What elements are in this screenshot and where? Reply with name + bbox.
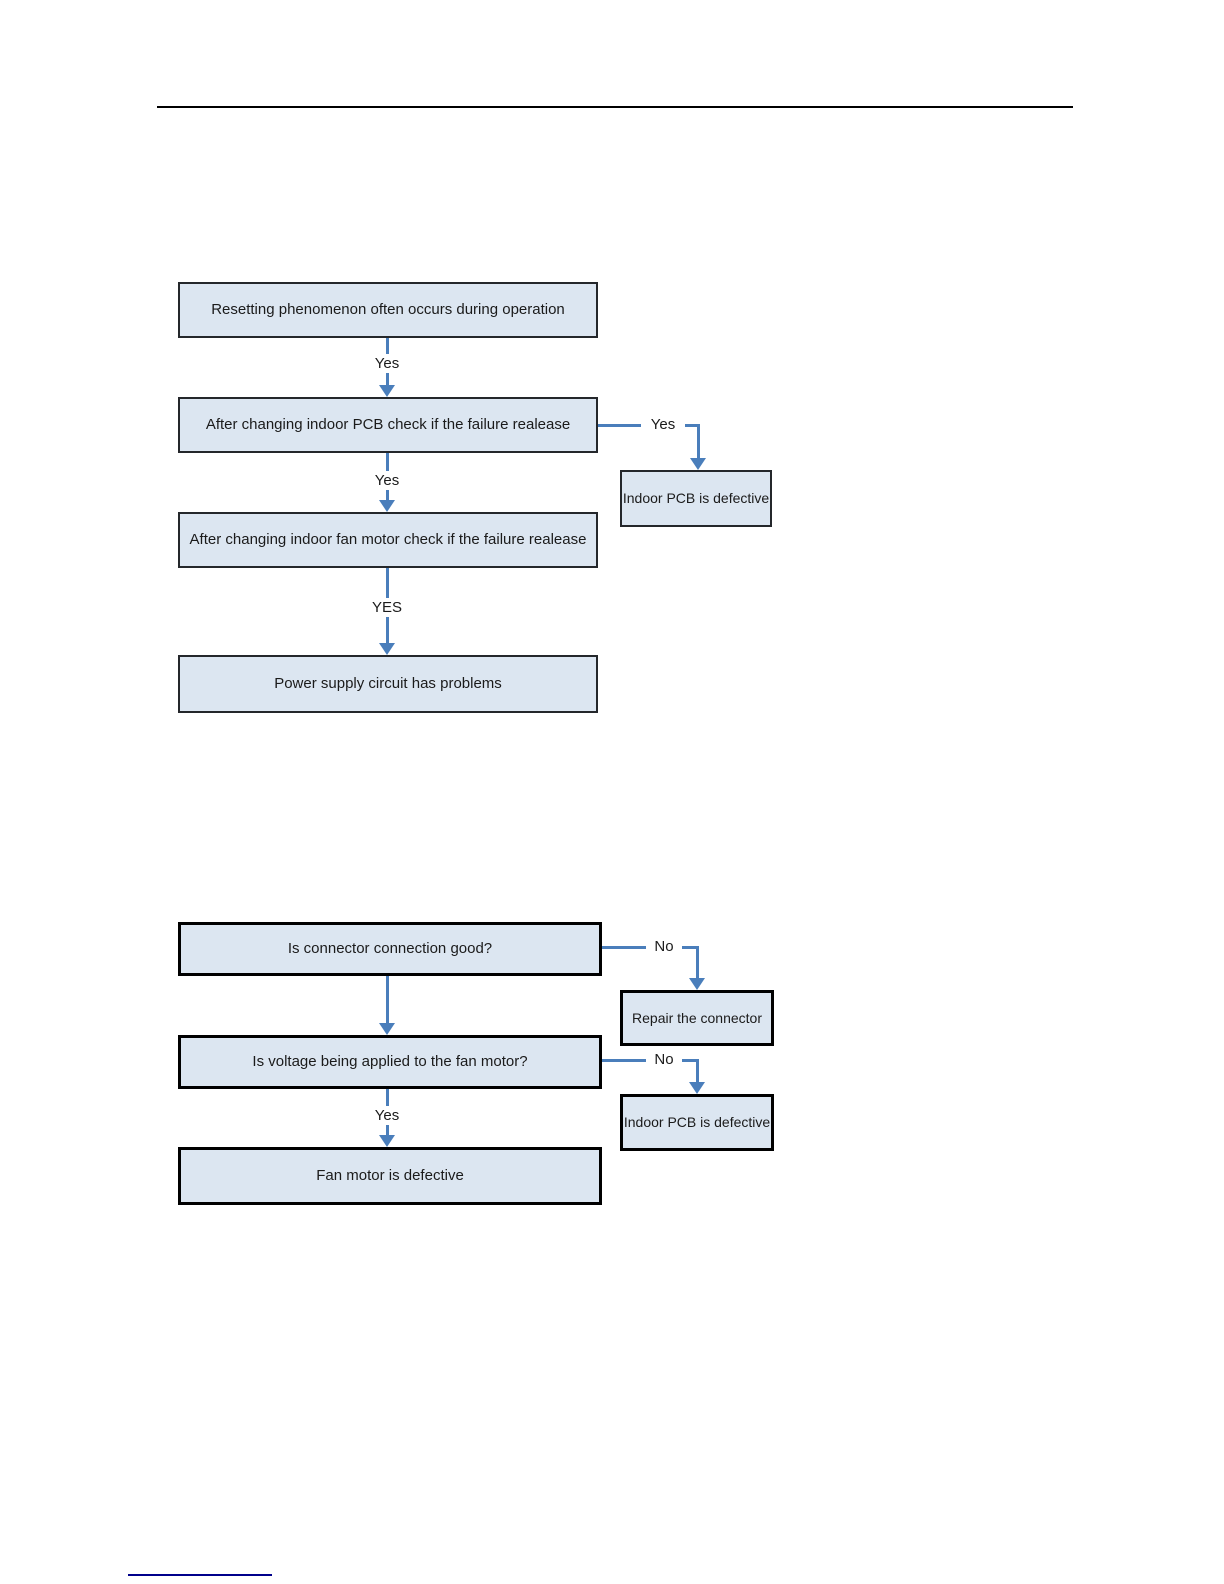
arrowhead-down-icon: [379, 500, 395, 512]
node-connector-check: Is connector connection good?: [178, 922, 602, 976]
branch-label-yes: Yes: [641, 415, 685, 434]
branch-label-no-1: No: [646, 937, 682, 956]
node-resetting-phenomenon: Resetting phenomenon often occurs during…: [178, 282, 598, 338]
branch-line-pcb-down: [697, 424, 700, 458]
edge-label-yes-1: Yes: [363, 354, 411, 373]
node-label: Indoor PCB is defective: [623, 1114, 771, 1131]
node-check-indoor-fan-motor: After changing indoor fan motor check if…: [178, 512, 598, 568]
arrowhead-down-icon: [379, 1023, 395, 1035]
branch-label-no-2: No: [646, 1050, 682, 1069]
node-check-indoor-pcb: After changing indoor PCB check if the f…: [178, 397, 598, 453]
node-label: Fan motor is defective: [316, 1167, 464, 1184]
arrowhead-down-icon: [689, 1082, 705, 1094]
arrowhead-down-icon: [690, 458, 706, 470]
node-fan-motor-defective: Fan motor is defective: [178, 1147, 602, 1205]
node-label: After changing indoor PCB check if the f…: [205, 416, 571, 433]
node-label: Is voltage being applied to the fan moto…: [252, 1053, 528, 1070]
edge-label-yes-2: Yes: [363, 471, 411, 490]
node-indoor-pcb-defective-2: Indoor PCB is defective: [620, 1094, 774, 1151]
arrowhead-down-icon: [379, 1135, 395, 1147]
node-power-supply-problem: Power supply circuit has problems: [178, 655, 598, 713]
arrowhead-down-icon: [689, 978, 705, 990]
footer-line: [128, 1574, 272, 1576]
branch-line-voltage-down: [696, 1059, 699, 1082]
arrowhead-down-icon: [379, 643, 395, 655]
flow-line-4: [386, 976, 389, 1023]
node-label: Power supply circuit has problems: [274, 675, 502, 692]
edge-label-yes-4: Yes: [363, 1106, 411, 1125]
node-label: Resetting phenomenon often occurs during…: [211, 301, 565, 318]
branch-line-connector-down: [696, 946, 699, 978]
header-rule: [157, 106, 1073, 108]
edge-label-yes-3: YES: [360, 598, 414, 617]
node-label: Repair the connector: [632, 1009, 762, 1026]
node-repair-connector: Repair the connector: [620, 990, 774, 1046]
node-voltage-check: Is voltage being applied to the fan moto…: [178, 1035, 602, 1089]
node-label: Is connector connection good?: [287, 940, 493, 957]
node-label: Indoor PCB is defective: [622, 490, 770, 507]
arrowhead-down-icon: [379, 385, 395, 397]
node-indoor-pcb-defective-1: Indoor PCB is defective: [620, 470, 772, 527]
node-label: After changing indoor fan motor check if…: [189, 531, 587, 548]
